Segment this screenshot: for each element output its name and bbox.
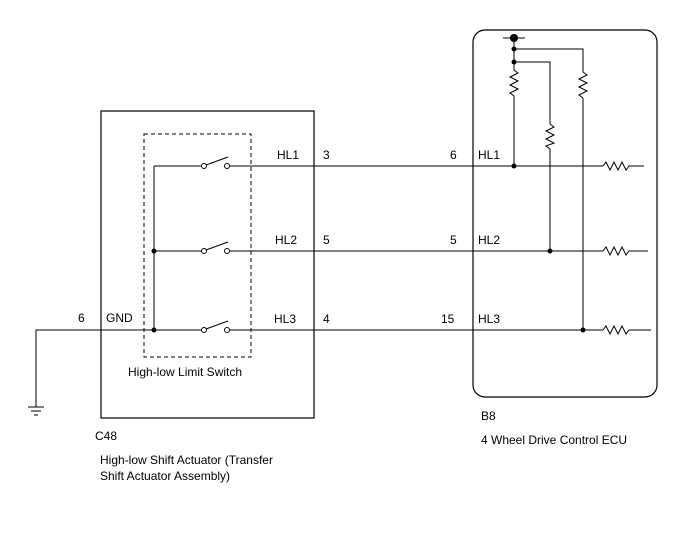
- ecu-hl2-pin-number: 5: [450, 233, 457, 247]
- switch-common-bus: [102, 165, 202, 333]
- actuator-gnd-pin-name: GND: [106, 311, 133, 325]
- switch-icon: [201, 241, 230, 254]
- actuator-name-line2: Shift Actuator Assembly): [100, 469, 230, 483]
- resistor-icon: [602, 324, 651, 336]
- ground-wire: [35, 329, 102, 407]
- ecu-box: [472, 29, 658, 398]
- ecu-connector-code: B8: [481, 409, 496, 423]
- ecu-name: 4 Wheel Drive Control ECU: [481, 433, 627, 447]
- ecu-hl1-pin-number: 6: [450, 148, 457, 162]
- actuator-gnd-pin-number: 6: [78, 311, 85, 325]
- actuator-box: [100, 110, 315, 419]
- actuator-hl1-pin-number: 3: [323, 148, 330, 162]
- ground-symbol-icon: [28, 406, 44, 416]
- ecu-hl1-pin-name: HL1: [478, 148, 500, 162]
- limit-switch-box: [143, 133, 252, 358]
- switch-icon: [201, 156, 230, 169]
- actuator-connector-code: C48: [95, 429, 117, 443]
- actuator-hl3-pin-number: 4: [323, 312, 330, 326]
- actuator-hl3-pin-name: HL3: [274, 312, 296, 326]
- resistor-icon: [602, 160, 644, 172]
- actuator-name-line1: High-low Shift Actuator (Transfer: [100, 453, 273, 467]
- ecu-hl3-pin-number: 15: [441, 312, 455, 326]
- resistor-icon: [602, 245, 648, 257]
- actuator-hl2-pin-name: HL2: [275, 233, 297, 247]
- actuator-hl1-pin-name: HL1: [277, 148, 299, 162]
- ecu-pullup-network: [508, 38, 589, 333]
- ecu-hl3-pin-name: HL3: [478, 312, 500, 326]
- actuator-hl2-pin-number: 5: [323, 233, 330, 247]
- ecu-hl2-pin-name: HL2: [478, 233, 500, 247]
- limit-switch-label: High-low Limit Switch: [128, 365, 242, 379]
- switch-icon: [201, 320, 230, 333]
